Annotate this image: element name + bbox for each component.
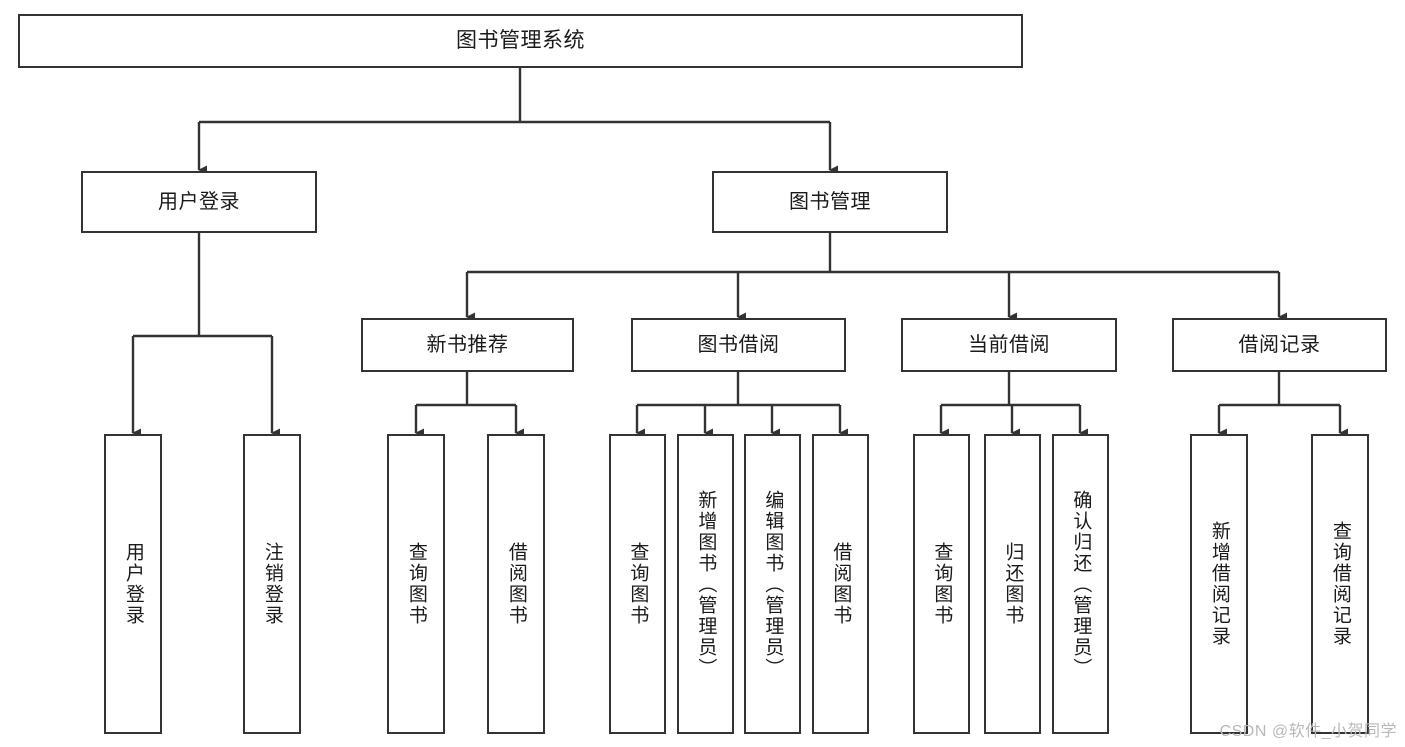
node-label: 查询图书 xyxy=(627,542,649,626)
node-label: 确认归还（管理员） xyxy=(1070,489,1092,679)
node-leaf-borrow-book-2[interactable]: 借阅图书 xyxy=(812,434,869,734)
csdn-watermark: CSDN @软件_小贺同学 xyxy=(1219,723,1397,740)
node-label: 归还图书 xyxy=(1002,542,1024,626)
node-leaf-add-book[interactable]: 新增图书（管理员） xyxy=(677,434,734,734)
node-label: 借阅图书 xyxy=(505,542,527,626)
node-new-book-rec[interactable]: 新书推荐 xyxy=(361,318,574,372)
node-book-manage[interactable]: 图书管理 xyxy=(712,171,948,233)
node-leaf-query-book-3[interactable]: 查询图书 xyxy=(913,434,970,734)
node-book-borrow[interactable]: 图书借阅 xyxy=(631,318,846,372)
node-root[interactable]: 图书管理系统 xyxy=(18,14,1023,68)
node-label: 当前借阅 xyxy=(968,333,1050,356)
node-label: 图书借阅 xyxy=(697,333,780,356)
node-label: 借阅记录 xyxy=(1238,333,1321,356)
node-leaf-confirm-return[interactable]: 确认归还（管理员） xyxy=(1052,434,1109,734)
node-leaf-edit-book[interactable]: 编辑图书（管理员） xyxy=(744,434,801,734)
node-label: 查询借阅记录 xyxy=(1329,521,1351,647)
node-label: 新增图书（管理员） xyxy=(695,489,717,679)
node-leaf-query-record[interactable]: 查询借阅记录 xyxy=(1311,434,1369,734)
node-borrow-record[interactable]: 借阅记录 xyxy=(1172,318,1387,372)
node-current-borrow[interactable]: 当前借阅 xyxy=(901,318,1117,372)
node-leaf-add-record[interactable]: 新增借阅记录 xyxy=(1190,434,1248,734)
node-leaf-query-book-1[interactable]: 查询图书 xyxy=(387,434,445,734)
node-leaf-logout[interactable]: 注销登录 xyxy=(243,434,301,734)
node-label: 用户登录 xyxy=(122,542,144,626)
node-leaf-query-book-2[interactable]: 查询图书 xyxy=(609,434,666,734)
node-label: 注销登录 xyxy=(261,542,283,626)
node-leaf-borrow-book-1[interactable]: 借阅图书 xyxy=(487,434,545,734)
node-label: 借阅图书 xyxy=(830,542,852,626)
node-label: 查询图书 xyxy=(931,542,953,626)
node-label: 图书管理 xyxy=(789,190,871,213)
node-label: 新书推荐 xyxy=(426,333,509,356)
node-label: 新增借阅记录 xyxy=(1208,521,1230,647)
node-user-login[interactable]: 用户登录 xyxy=(81,171,317,233)
node-leaf-user-login[interactable]: 用户登录 xyxy=(104,434,162,734)
node-label: 用户登录 xyxy=(158,190,240,213)
node-label: 查询图书 xyxy=(405,542,427,626)
node-label: 编辑图书（管理员） xyxy=(762,489,784,679)
node-leaf-return-book[interactable]: 归还图书 xyxy=(984,434,1041,734)
node-label: 图书管理系统 xyxy=(456,29,585,53)
